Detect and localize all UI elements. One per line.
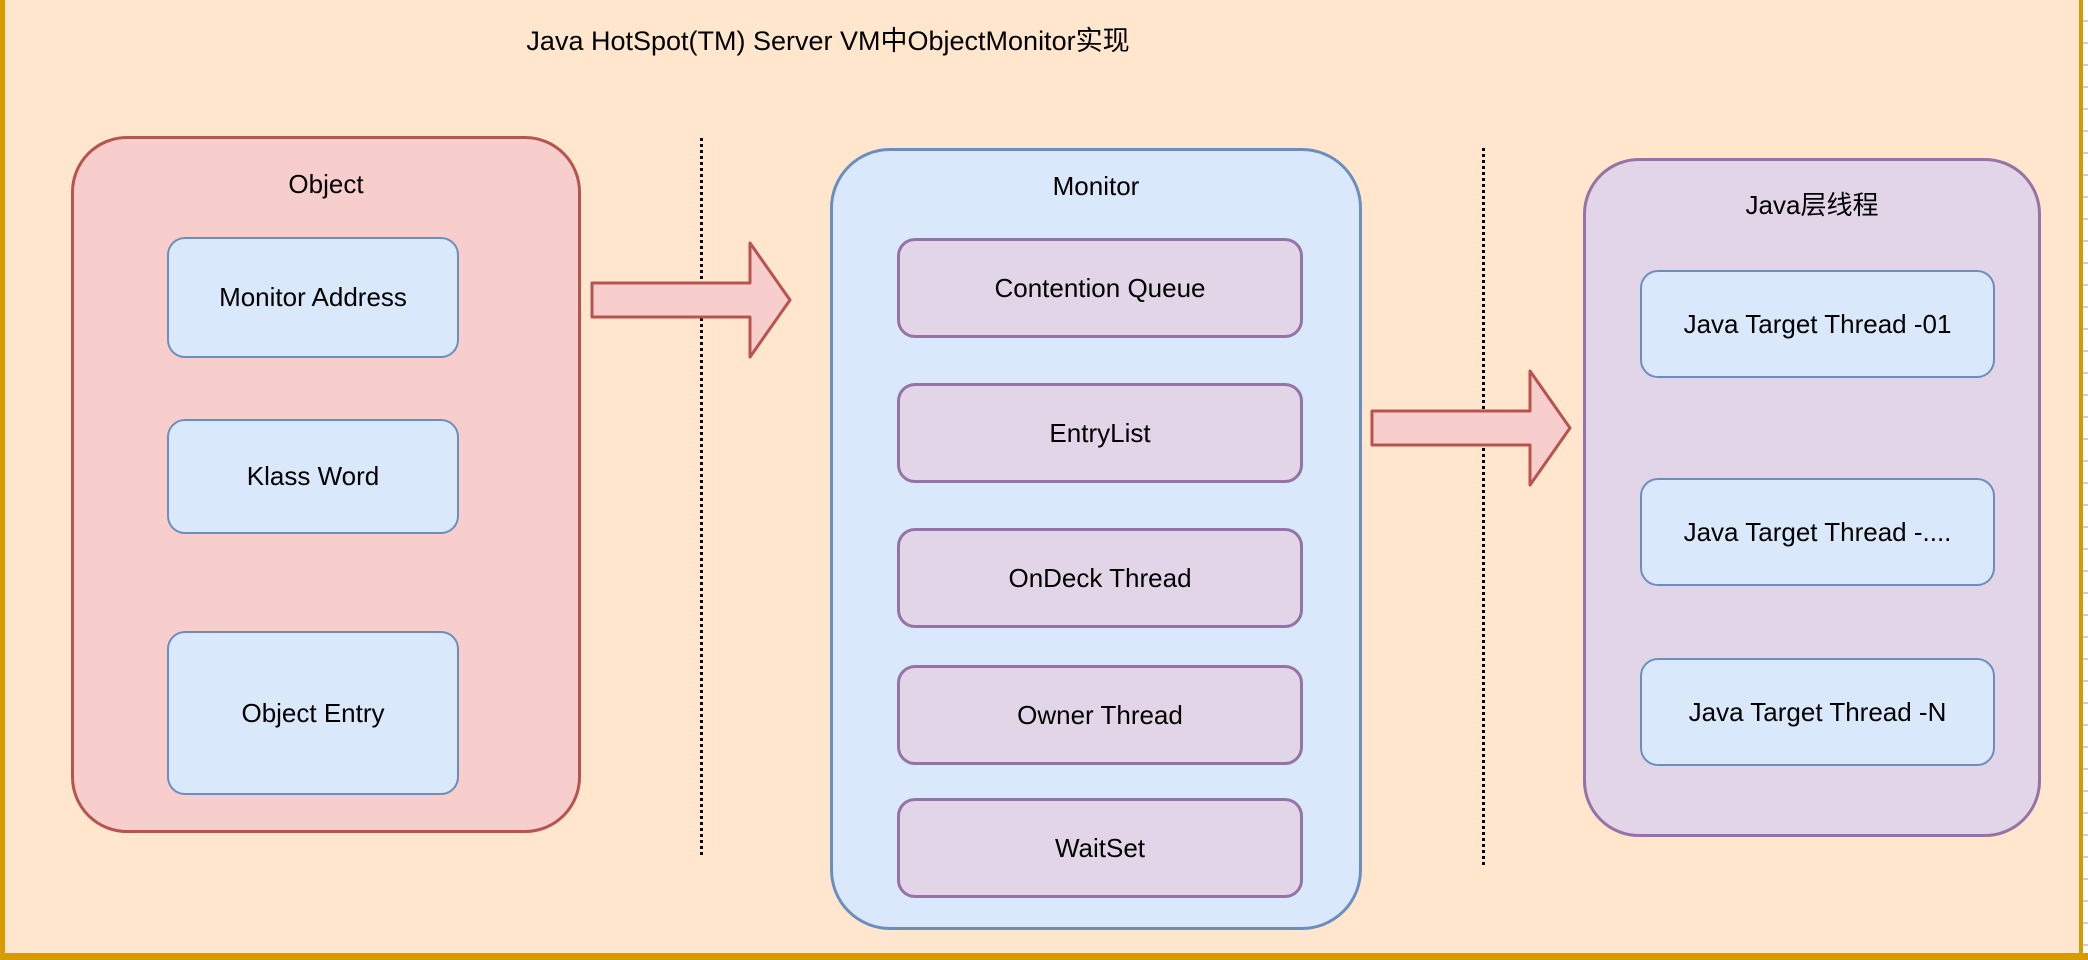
- group-java-threads: Java层线程 Java Target Thread -01 Java Targ…: [1583, 158, 2041, 837]
- group-object-label: Object: [288, 169, 364, 199]
- group-object: Object Monitor Address Klass Word Object…: [71, 136, 581, 833]
- canvas-frame-right: [2079, 0, 2083, 953]
- group-monitor-label: Monitor: [1052, 171, 1140, 201]
- node-java-target-thread-dots: Java Target Thread -....: [1640, 478, 1995, 586]
- diagram-title: Java HotSpot(TM) Server VM中ObjectMonitor…: [526, 26, 1130, 56]
- group-monitor: Monitor Contention Queue EntryList OnDec…: [830, 148, 1362, 930]
- canvas-frame-left: [0, 0, 5, 960]
- arrow-monitor-to-threads-icon: [1370, 369, 1572, 487]
- node-contention-queue: Contention Queue: [897, 238, 1303, 338]
- node-java-target-thread-n: Java Target Thread -N: [1640, 658, 1995, 766]
- arrow-object-to-monitor-icon: [590, 241, 792, 359]
- node-klass-word: Klass Word: [167, 419, 459, 534]
- node-ondeck-thread: OnDeck Thread: [897, 528, 1303, 628]
- group-java-threads-label: Java层线程: [1745, 190, 1879, 220]
- ruler-strip: [2083, 0, 2088, 953]
- node-object-entry: Object Entry: [167, 631, 459, 795]
- node-monitor-address: Monitor Address: [167, 237, 459, 358]
- dotted-separator-left: [700, 138, 703, 857]
- node-entrylist: EntryList: [897, 383, 1303, 483]
- node-owner-thread: Owner Thread: [897, 665, 1303, 765]
- node-waitset: WaitSet: [897, 798, 1303, 898]
- dotted-separator-right: [1482, 148, 1485, 868]
- node-java-target-thread-01: Java Target Thread -01: [1640, 270, 1995, 378]
- canvas-frame-bottom: [0, 953, 2088, 960]
